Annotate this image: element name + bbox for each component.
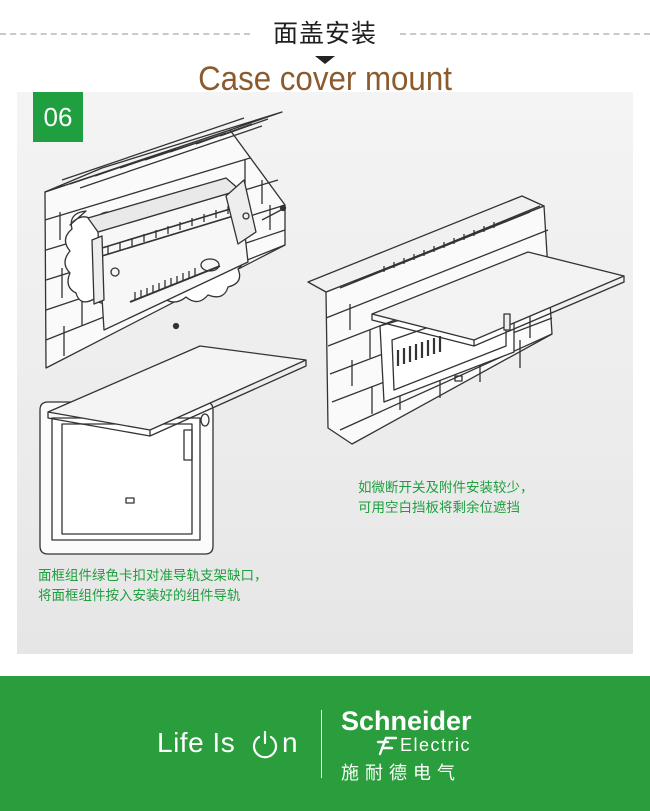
brand-name-cn: 施耐德电气 bbox=[341, 763, 461, 784]
section-title-en: Case cover mount bbox=[198, 60, 452, 98]
section-title-cn: 面盖安装 bbox=[272, 19, 377, 48]
brand-footer: Life Is n Schneider Electric 施耐德电气 bbox=[0, 676, 650, 811]
header-divider-left bbox=[0, 33, 250, 35]
footer-divider bbox=[321, 710, 322, 778]
left-brick-wall bbox=[44, 111, 287, 369]
brand-subtitle: Electric bbox=[400, 735, 472, 755]
caption-frame-mount: 面框组件绿色卡扣对准导轨支架缺口， 将面框组件按入安装好的组件导轨 bbox=[38, 566, 268, 606]
left-face-frame bbox=[39, 345, 307, 555]
caption-line: 将面框组件按入安装好的组件导轨 bbox=[38, 588, 241, 604]
caption-line: 可用空白挡板将剩余位遮挡 bbox=[358, 500, 520, 516]
down-arrow-icon bbox=[315, 56, 335, 64]
step-badge: 06 bbox=[33, 92, 83, 142]
power-icon bbox=[252, 730, 278, 759]
brand-name: Schneider bbox=[341, 706, 472, 736]
slogan-text-end: n bbox=[282, 727, 298, 758]
caption-line: 如微断开关及附件安装较少， bbox=[358, 480, 534, 496]
schneider-logo-icon bbox=[376, 736, 398, 756]
slogan-text: Life Is bbox=[157, 727, 236, 758]
caption-line: 面框组件绿色卡扣对准导轨支架缺口， bbox=[38, 568, 268, 584]
header-divider-right bbox=[400, 33, 650, 35]
right-brick-wall bbox=[307, 195, 625, 445]
installation-illustration bbox=[39, 111, 625, 555]
page-header: 面盖安装 Case cover mount bbox=[0, 0, 650, 100]
caption-blank-cover: 如微断开关及附件安装较少， 可用空白挡板将剩余位遮挡 bbox=[358, 478, 534, 518]
